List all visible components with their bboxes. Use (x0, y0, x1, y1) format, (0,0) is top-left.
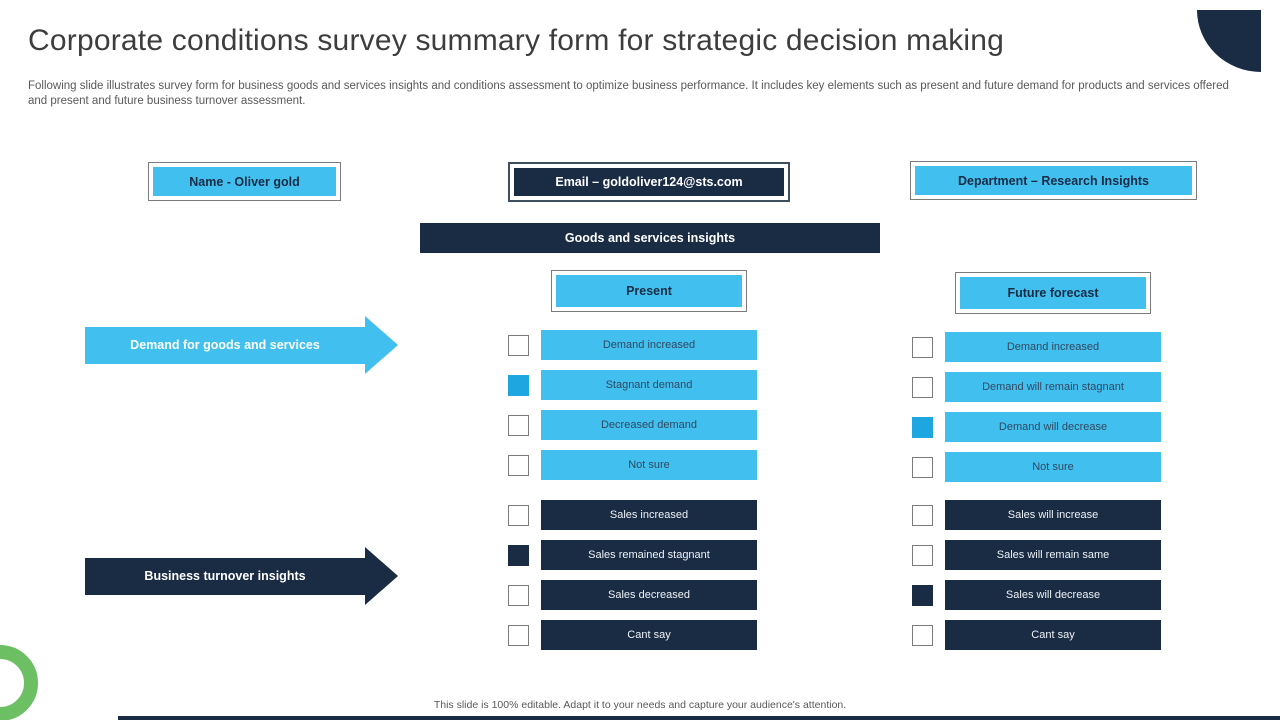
option-row: Sales will increase (912, 500, 1161, 530)
option-bar: Sales remained stagnant (541, 540, 757, 570)
section-banner: Goods and services insights (420, 223, 880, 253)
option-row: Not sure (508, 450, 757, 480)
future-header-label: Future forecast (960, 277, 1146, 309)
arrow-head-icon (365, 547, 398, 605)
checkbox[interactable] (508, 504, 529, 526)
option-bar: Sales will decrease (945, 580, 1161, 610)
option-bar: Sales will increase (945, 500, 1161, 530)
option-bar: Demand increased (541, 330, 757, 360)
option-row: Sales decreased (508, 580, 757, 610)
option-bar: Cant say (945, 620, 1161, 650)
checkbox[interactable] (508, 624, 529, 646)
option-row: Stagnant demand (508, 370, 757, 400)
turnover-row-arrow: Business turnover insights (85, 547, 398, 605)
option-row: Sales will decrease (912, 580, 1161, 610)
option-row: Sales will remain same (912, 540, 1161, 570)
option-bar: Demand will decrease (945, 412, 1161, 442)
option-row: Demand increased (912, 332, 1161, 362)
option-bar: Stagnant demand (541, 370, 757, 400)
option-row: Demand will remain stagnant (912, 372, 1161, 402)
department-field: Department – Research Insights (910, 161, 1197, 200)
checkbox[interactable] (912, 624, 933, 646)
present-header-label: Present (556, 275, 742, 307)
option-bar: Sales decreased (541, 580, 757, 610)
option-row: Cant say (912, 620, 1161, 650)
option-bar: Not sure (945, 452, 1161, 482)
option-row: Cant say (508, 620, 757, 650)
option-bar: Demand increased (945, 332, 1161, 362)
option-row: Not sure (912, 452, 1161, 482)
option-bar: Cant say (541, 620, 757, 650)
option-bar: Sales increased (541, 500, 757, 530)
checkbox[interactable] (912, 456, 933, 478)
present-demand-options: Demand increased Stagnant demand Decreas… (508, 330, 757, 490)
page-title: Corporate conditions survey summary form… (28, 24, 1005, 57)
option-row: Sales increased (508, 500, 757, 530)
option-bar: Not sure (541, 450, 757, 480)
option-row: Decreased demand (508, 410, 757, 440)
email-field-label: Email – goldoliver124@sts.com (514, 168, 784, 196)
checkbox[interactable] (508, 414, 529, 436)
name-field: Name - Oliver gold (148, 162, 341, 201)
checkbox[interactable] (508, 374, 529, 396)
option-bar: Demand will remain stagnant (945, 372, 1161, 402)
option-row: Demand increased (508, 330, 757, 360)
present-column-header: Present (551, 270, 747, 312)
slide-description: Following slide illustrates survey form … (28, 80, 1229, 107)
option-bar: Decreased demand (541, 410, 757, 440)
footer-note: This slide is 100% editable. Adapt it to… (433, 699, 847, 711)
checkbox[interactable] (912, 504, 933, 526)
demand-row-arrow: Demand for goods and services (85, 316, 398, 374)
department-field-label: Department – Research Insights (915, 166, 1192, 195)
bottom-accent-bar (118, 716, 1280, 720)
checkbox[interactable] (508, 544, 529, 566)
future-demand-options: Demand increased Demand will remain stag… (912, 332, 1161, 492)
checkbox[interactable] (912, 584, 933, 606)
checkbox[interactable] (912, 416, 933, 438)
email-field: Email – goldoliver124@sts.com (508, 162, 790, 202)
turnover-row-label: Business turnover insights (85, 557, 365, 595)
checkbox[interactable] (508, 584, 529, 606)
corner-accent-shape (1197, 10, 1261, 72)
future-column-header: Future forecast (955, 272, 1151, 314)
checkbox[interactable] (912, 544, 933, 566)
present-turnover-options: Sales increased Sales remained stagnant … (508, 500, 757, 660)
name-field-label: Name - Oliver gold (153, 167, 336, 196)
option-row: Sales remained stagnant (508, 540, 757, 570)
option-bar: Sales will remain same (945, 540, 1161, 570)
checkbox[interactable] (912, 336, 933, 358)
option-row: Demand will decrease (912, 412, 1161, 442)
checkbox[interactable] (508, 334, 529, 356)
future-turnover-options: Sales will increase Sales will remain sa… (912, 500, 1161, 660)
checkbox[interactable] (508, 454, 529, 476)
checkbox[interactable] (912, 376, 933, 398)
demand-row-label: Demand for goods and services (85, 326, 365, 364)
arrow-head-icon (365, 316, 398, 374)
